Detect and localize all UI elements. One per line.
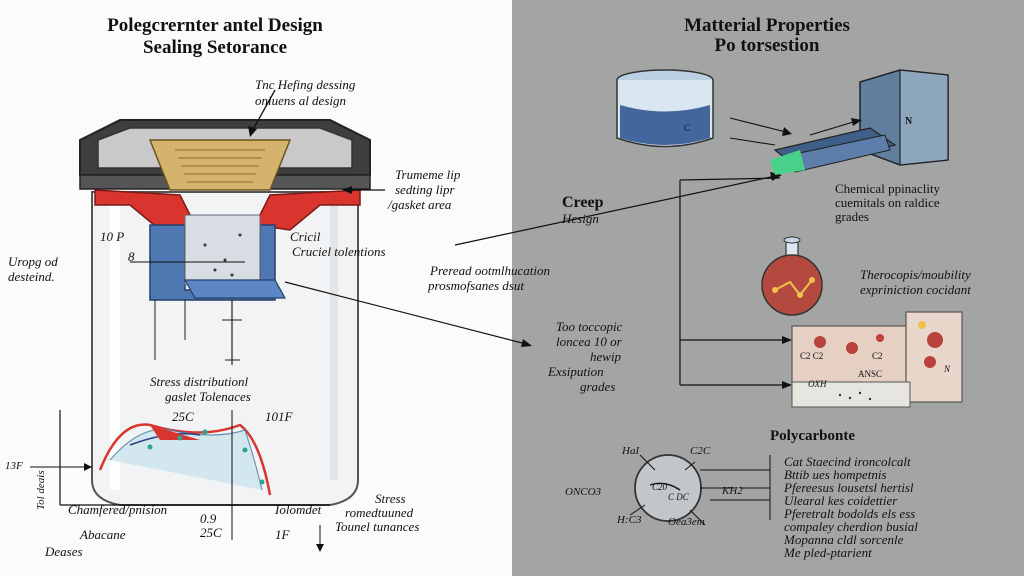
label-stress-line1: Stress distributionl — [150, 374, 249, 389]
label-chamfered: Chamfered/pnision — [68, 502, 168, 517]
label-25c: 25C — [172, 409, 194, 424]
label-iolomdet: Iolomdet — [275, 502, 322, 517]
creep-label: Creep — [562, 194, 604, 211]
tile-label-a: C2 C2 — [800, 351, 824, 361]
label-cricil: Cricil — [290, 229, 321, 244]
callout-lip-line3: /gasket area — [388, 197, 452, 212]
preread-line1: Preread ootmlhucation — [430, 263, 550, 278]
label-stress-b-line1: Stress — [375, 491, 406, 506]
property-line1: Cat Staecind ironcolcalt — [784, 454, 911, 469]
too-line4: Exsipution — [548, 364, 604, 379]
too-line5: grades — [580, 379, 616, 394]
block-label-n: N — [905, 116, 913, 127]
callout-lip-line1: Trumeme lip — [395, 167, 461, 182]
material-block — [729, 69, 949, 175]
molecule-diagram — [629, 454, 771, 526]
label-uropg-line1: Uropg od — [8, 254, 58, 269]
tile-label-d: ANSC — [858, 369, 883, 379]
chemical-tiles — [791, 311, 963, 408]
mol-once: ONCO3 — [565, 486, 602, 498]
callout-top-line1: Tnc Hefing dessing — [255, 77, 356, 92]
cylinder-label-c: C — [684, 123, 691, 133]
label-0-9: 0.9 — [200, 511, 217, 526]
right-title-line1: Matterial Properties — [684, 15, 850, 36]
label-13f: 13F — [5, 460, 23, 472]
connector-arrows — [130, 89, 792, 389]
label-25c-bottom: 25C — [200, 525, 222, 540]
chem-line2: cuemitals on raldice — [835, 195, 940, 210]
property-line8: Me pled-ptarient — [784, 545, 872, 560]
thermo-line1: Therocopis/moubility — [860, 267, 971, 282]
property-line2: Bttib ues hompetnis — [784, 467, 887, 482]
property-line3: Pfereesus lousetsl hertisl — [784, 480, 914, 495]
property-line6: compaley cherdion busial — [784, 519, 918, 534]
label-deases: Deases — [45, 544, 83, 559]
label-cruciel: Cruciel tolentions — [292, 244, 386, 259]
label-stress-line2: gaslet Tolenaces — [165, 389, 251, 404]
mol-cdc: C DC — [668, 492, 689, 502]
mol-oca: Oea3em — [668, 516, 705, 528]
callout-top-line2: onluens al design — [255, 93, 346, 108]
tile-label-b: C2 — [872, 351, 883, 361]
label-8: 8 — [128, 249, 135, 264]
label-stress-b-line2: romedtuuned — [345, 505, 414, 520]
polycarbonate-label: Polycarbonte — [770, 428, 855, 444]
label-stress-b-line3: Tounel tunances — [335, 519, 420, 534]
chem-line1: Chemical ppinaclity — [835, 181, 941, 196]
callout-lip-line2: sedting lipr — [395, 182, 455, 197]
tile-label-c: OXH — [808, 379, 827, 389]
left-title-line2: Sealing Setorance — [142, 37, 288, 58]
label-101f: 101F — [265, 409, 293, 424]
flask-illustration — [761, 236, 823, 316]
preread-line2: prosmofsanes dsut — [428, 278, 524, 293]
property-line5: Pferetralt bodolds els ess — [784, 506, 916, 521]
too-line3: hewip — [590, 349, 622, 364]
container-illustration — [79, 119, 371, 506]
spring-coil — [148, 139, 292, 191]
label-1f: 1F — [275, 527, 290, 542]
label-10p: 10 P — [100, 229, 125, 244]
hesign-label: Hesign — [562, 211, 599, 226]
label-axis-left: Tol deais — [35, 470, 47, 510]
property-line7: Mopanna cldl sorcenle — [784, 532, 904, 547]
mol-hc: H:C3 — [617, 514, 642, 526]
right-title-line2: Po torsestion — [714, 35, 820, 56]
mol-c20: C20 — [652, 482, 668, 492]
too-line1: Too toccopic — [556, 319, 623, 334]
property-line4: Ulearal kes coidettier — [784, 493, 898, 508]
material-cylinder — [616, 69, 714, 148]
left-title-line1: Polegcrernter antel Design — [107, 15, 323, 36]
stress-graph — [30, 410, 330, 552]
too-line2: loncea 10 or — [556, 334, 622, 349]
mol-kh: KH2 — [722, 485, 743, 497]
thermo-line2: expriniction cocidant — [860, 282, 971, 297]
label-uropg-line2: desteind. — [8, 269, 55, 284]
mol-hai: HaI — [622, 445, 640, 457]
mol-c2c: C2C — [690, 445, 711, 457]
tile-label-e: N — [944, 364, 951, 374]
chem-line3: grades — [835, 209, 869, 224]
label-abacane: Abacane — [80, 527, 126, 542]
